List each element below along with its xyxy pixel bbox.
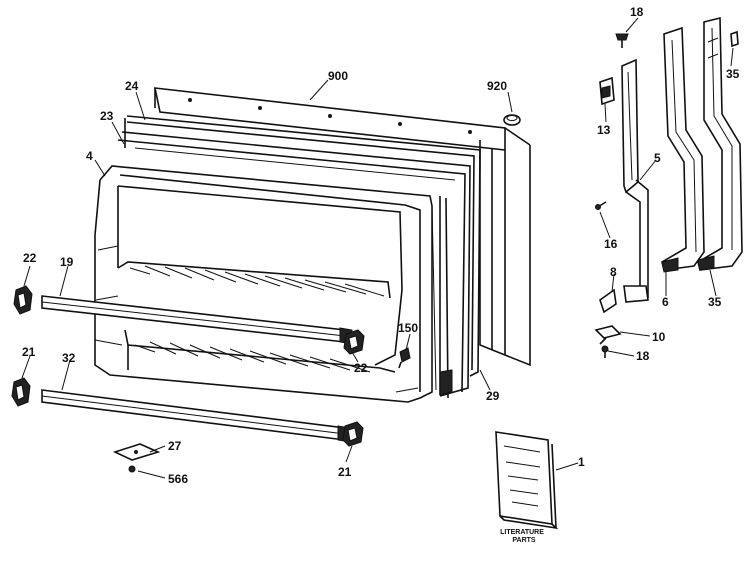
callout-21-left: 21 <box>22 345 36 359</box>
callout-19: 19 <box>60 255 74 269</box>
leader-lines <box>21 17 734 479</box>
shelf-cap-right-upper <box>343 329 365 355</box>
callout-23: 23 <box>100 109 114 123</box>
callout-6: 6 <box>662 295 669 309</box>
literature-booklet: LITERATURE PARTS <box>495 431 559 544</box>
lower-shelf-ribs <box>134 341 371 373</box>
shelf-cap-left-upper <box>13 285 33 315</box>
door-outer-panel <box>153 87 531 367</box>
callout-566: 566 <box>168 472 188 486</box>
upper-shelf-ribs <box>129 265 385 297</box>
door-gasket <box>117 115 481 399</box>
shelf-bar-upper <box>41 295 353 345</box>
callout-21-right: 21 <box>338 465 352 479</box>
handle-end-cap <box>730 30 739 48</box>
screw-18-bottom <box>601 345 609 358</box>
hinge-pin <box>595 201 607 210</box>
screw-18-top <box>615 33 629 48</box>
callout-35-top: 35 <box>726 67 740 81</box>
callout-27: 27 <box>168 439 182 453</box>
callout-150: 150 <box>398 321 418 335</box>
callout-18-bottom: 18 <box>636 349 650 363</box>
hinge-cap <box>599 76 615 106</box>
callout-32: 32 <box>62 351 76 365</box>
callout-16: 16 <box>604 237 618 251</box>
booklet-label-line2: PARTS <box>512 537 536 544</box>
strike-plate <box>112 443 161 461</box>
callout-920: 920 <box>487 79 507 93</box>
plug-button <box>503 114 521 126</box>
callout-900: 900 <box>328 69 348 83</box>
booklet-label-line1: LITERATURE <box>500 529 544 536</box>
callout-29: 29 <box>486 389 500 403</box>
callout-labels: 900 920 24 23 4 22 19 21 32 150 22 29 27… <box>22 5 740 486</box>
hinge-shim <box>599 288 617 314</box>
callout-22-left: 22 <box>23 251 37 265</box>
callout-1: 1 <box>578 455 585 469</box>
shelf-cap-left-lower <box>11 377 31 407</box>
door-liner <box>94 165 433 403</box>
callout-24: 24 <box>125 79 139 93</box>
shelf-cap-right-lower <box>342 421 364 447</box>
shelf-bar-lower <box>41 389 351 443</box>
callout-22-right: 22 <box>354 361 368 375</box>
callout-8: 8 <box>610 265 617 279</box>
callout-4: 4 <box>86 149 93 163</box>
screw-566 <box>128 465 136 473</box>
callout-5: 5 <box>654 151 661 165</box>
callout-13: 13 <box>597 123 611 137</box>
door-handle-alt <box>697 16 743 271</box>
callout-18-top: 18 <box>630 5 644 19</box>
callout-35-bottom: 35 <box>708 295 722 309</box>
hinge-plate <box>594 325 622 345</box>
callout-10: 10 <box>652 330 666 344</box>
door-handle <box>661 26 705 273</box>
hinge-bracket <box>621 58 649 303</box>
screw-150 <box>398 347 411 369</box>
